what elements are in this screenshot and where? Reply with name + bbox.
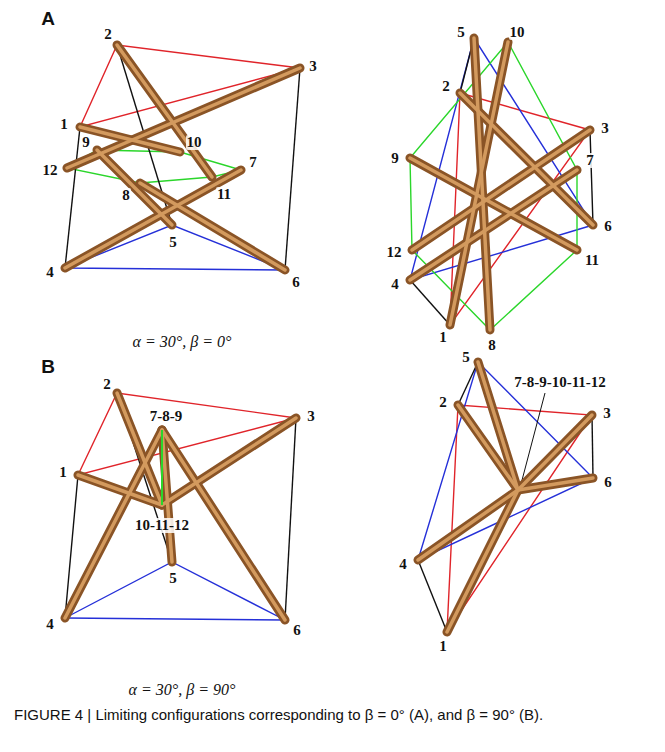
node-number: 11 <box>216 187 232 202</box>
node-number: 5 <box>168 571 178 586</box>
node-number: 10 <box>186 135 203 150</box>
node-number: 7-8-9 <box>149 409 184 424</box>
node-number: 8 <box>121 188 131 203</box>
node-number: 4 <box>45 265 55 280</box>
node-number: 3 <box>600 121 610 136</box>
node-number: 2 <box>441 79 451 94</box>
node-number: 9 <box>390 151 400 166</box>
node-number: 12 <box>386 245 403 260</box>
node-number: 7 <box>248 155 258 170</box>
tendons-a-right <box>410 38 593 330</box>
node-number: 2 <box>102 377 112 392</box>
collapsed-tendons <box>161 430 163 505</box>
figure-caption: FIGURE 4 | Limiting configurations corre… <box>14 704 650 725</box>
node-number: 1 <box>438 639 448 654</box>
node-number: 1 <box>438 330 448 345</box>
node-number: 6 <box>603 219 613 234</box>
node-number: 2 <box>438 395 448 410</box>
panel-letter: A <box>40 9 56 28</box>
node-number: 3 <box>602 406 612 421</box>
node-number: 10-11-12 <box>134 518 190 533</box>
node-number: 3 <box>306 409 316 424</box>
node-number: 3 <box>308 59 318 74</box>
node-number: 4 <box>45 617 55 632</box>
node-number: 6 <box>603 475 613 490</box>
node-number: 6 <box>292 623 302 638</box>
node-number: 2 <box>103 27 113 42</box>
rods <box>65 38 593 632</box>
tendons-a-left <box>65 45 300 270</box>
node-number: 6 <box>291 275 301 290</box>
parameter-label: α = 30°, β = 90° <box>128 682 237 698</box>
node-number: 11 <box>584 253 600 268</box>
tendons-b-right <box>418 362 593 632</box>
node-number: 9 <box>81 135 91 150</box>
parameter-label: α = 30°, β = 0° <box>132 334 233 350</box>
node-number: 12 <box>42 163 59 178</box>
node-number: 5 <box>461 350 471 365</box>
node-number: 4 <box>398 557 408 572</box>
node-number: 1 <box>58 465 68 480</box>
node-number: 7-8-9-10-11-12 <box>513 375 607 390</box>
node-number: 7 <box>585 153 595 168</box>
node-number: 1 <box>59 117 69 132</box>
node-number: 5 <box>168 235 178 250</box>
node-number: 4 <box>390 277 400 292</box>
tendons-b-left <box>65 393 296 620</box>
node-number: 5 <box>456 25 466 40</box>
node-number: 10 <box>509 25 526 40</box>
panel-letter: B <box>40 357 56 376</box>
node-number: 8 <box>487 338 497 353</box>
